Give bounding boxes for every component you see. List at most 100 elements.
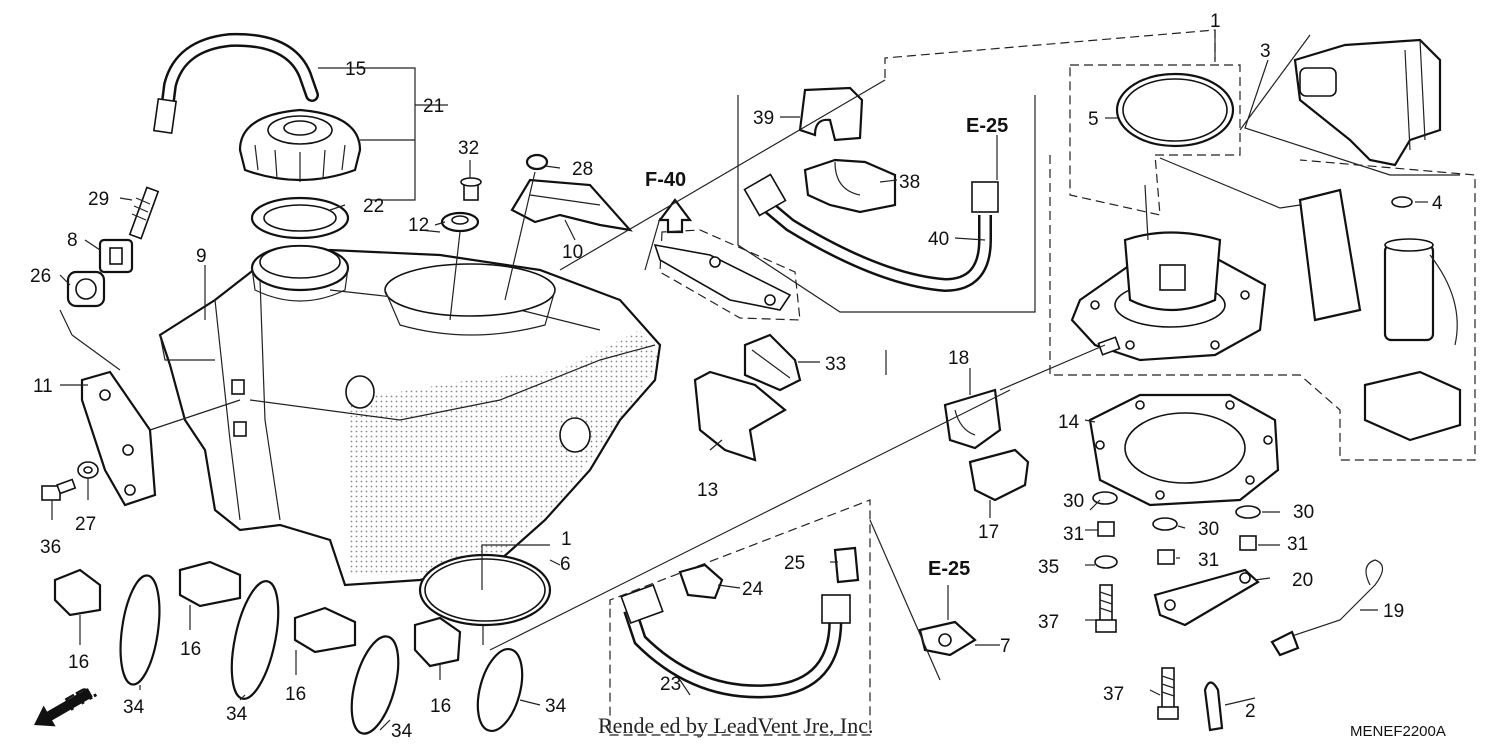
callout-20: 20 [1292, 570, 1313, 591]
band-19 [1270, 559, 1384, 657]
band-34-b [230, 580, 280, 700]
callout-37-a: 37 [1038, 612, 1059, 633]
callout-15: 15 [345, 59, 366, 80]
callout-35: 35 [1038, 557, 1059, 578]
callout-5: 5 [1088, 109, 1099, 130]
callout-4: 4 [1432, 193, 1443, 214]
fuel-filler-cap [238, 108, 362, 182]
callout-21: 21 [423, 96, 444, 117]
band-34-a [119, 574, 161, 686]
callout-39: 39 [753, 108, 774, 129]
callout-labels: 1 1 2 3 4 5 6 7 8 9 10 11 12 13 14 15 16… [30, 11, 1443, 742]
callout-34-c: 34 [391, 721, 413, 742]
callout-32: 32 [458, 138, 479, 159]
fuel-pump-assembly-3 [1293, 38, 1442, 167]
band-34-d [476, 648, 524, 732]
clamp-39 [798, 86, 864, 142]
stay-20 [1153, 568, 1260, 627]
callout-33: 33 [825, 354, 846, 375]
leader-lines [51, 30, 1460, 731]
callout-13: 13 [697, 480, 718, 501]
callout-16-d: 16 [430, 696, 451, 717]
small-bolt-32 [460, 177, 482, 201]
clamp-25 [833, 546, 860, 584]
band-34-c [350, 635, 400, 735]
nut-31-mid [1157, 549, 1175, 565]
cap-gasket [250, 196, 350, 240]
callout-34-d: 34 [545, 696, 567, 717]
rubber-mount-lower [66, 270, 106, 308]
tank-bracket [80, 370, 157, 507]
e25-reference-lower [918, 620, 977, 657]
washer-30-mid [1152, 517, 1178, 531]
fuel-hose-23 [620, 584, 851, 699]
o-ring-5 [1115, 72, 1235, 148]
clamp-38 [803, 158, 897, 214]
f40-ref: F-40 [645, 169, 686, 191]
callout-6: 6 [560, 554, 571, 575]
bolt [41, 478, 77, 501]
small-washer-4 [1391, 196, 1413, 208]
clamp-17 [968, 448, 1030, 502]
callout-19: 19 [1383, 601, 1404, 622]
hose-box-top [737, 95, 1036, 313]
fuel-tank [158, 244, 662, 587]
heat-guard-10 [510, 178, 633, 232]
callout-1-lower: 1 [561, 529, 572, 550]
callout-16-a: 16 [68, 652, 89, 673]
callout-18: 18 [948, 348, 969, 369]
filter-element [1298, 188, 1362, 322]
washer-35 [1094, 555, 1118, 569]
callout-16-b: 16 [180, 639, 201, 660]
bolt-37-lower [1157, 667, 1179, 720]
callout-34-a: 34 [123, 697, 145, 718]
fuel-hose-40 [743, 173, 999, 293]
callout-23: 23 [660, 674, 681, 695]
render-credit: Rende ed by LeadVent Jre, Inc. [598, 713, 874, 738]
callout-1: 1 [1210, 11, 1221, 32]
nut-31-left [1097, 521, 1115, 537]
callout-11: 11 [33, 376, 53, 397]
grommet-12 [440, 211, 480, 233]
front-arrow-icon [34, 688, 93, 727]
pump-motor [1383, 238, 1458, 346]
cushion-33 [743, 333, 802, 392]
hose-box-bottom [609, 499, 871, 736]
f40-reference-box [653, 229, 801, 321]
clip-2 [1203, 681, 1224, 732]
callout-28: 28 [572, 159, 593, 180]
callout-31-c: 31 [1287, 534, 1308, 555]
callout-22: 22 [363, 196, 384, 217]
callout-10: 10 [562, 242, 583, 263]
rubber-mount-upper [98, 238, 134, 274]
washer [77, 461, 99, 479]
breather-hose [152, 32, 319, 135]
callout-30-c: 30 [1293, 502, 1314, 523]
nut-31-right [1239, 535, 1257, 551]
clamp-24 [678, 563, 724, 600]
pump-flange [1070, 231, 1267, 362]
e25-ref-top: E-25 [966, 115, 1008, 137]
callout-27: 27 [75, 514, 96, 535]
callout-31-a: 31 [1063, 524, 1084, 545]
callout-12: 12 [408, 215, 429, 236]
callout-24: 24 [742, 579, 764, 600]
f40-reference-arrow [657, 198, 693, 234]
callout-40: 40 [928, 229, 949, 250]
collar-bolt [128, 186, 160, 240]
clamp-18 [943, 388, 1002, 450]
callout-30-b: 30 [1198, 519, 1219, 540]
washer-30-right [1235, 505, 1261, 519]
clip-28 [525, 153, 549, 171]
callout-2: 2 [1245, 701, 1256, 722]
cushion-16-b [178, 560, 242, 608]
callout-38: 38 [899, 172, 920, 193]
callout-37-b: 37 [1103, 684, 1124, 705]
e25-ref-bottom: E-25 [928, 558, 970, 580]
callout-34-b: 34 [226, 704, 248, 725]
pump-base [1363, 370, 1462, 442]
cushion-16-d [413, 616, 462, 668]
callout-17: 17 [978, 522, 999, 543]
callout-25: 25 [784, 553, 805, 574]
